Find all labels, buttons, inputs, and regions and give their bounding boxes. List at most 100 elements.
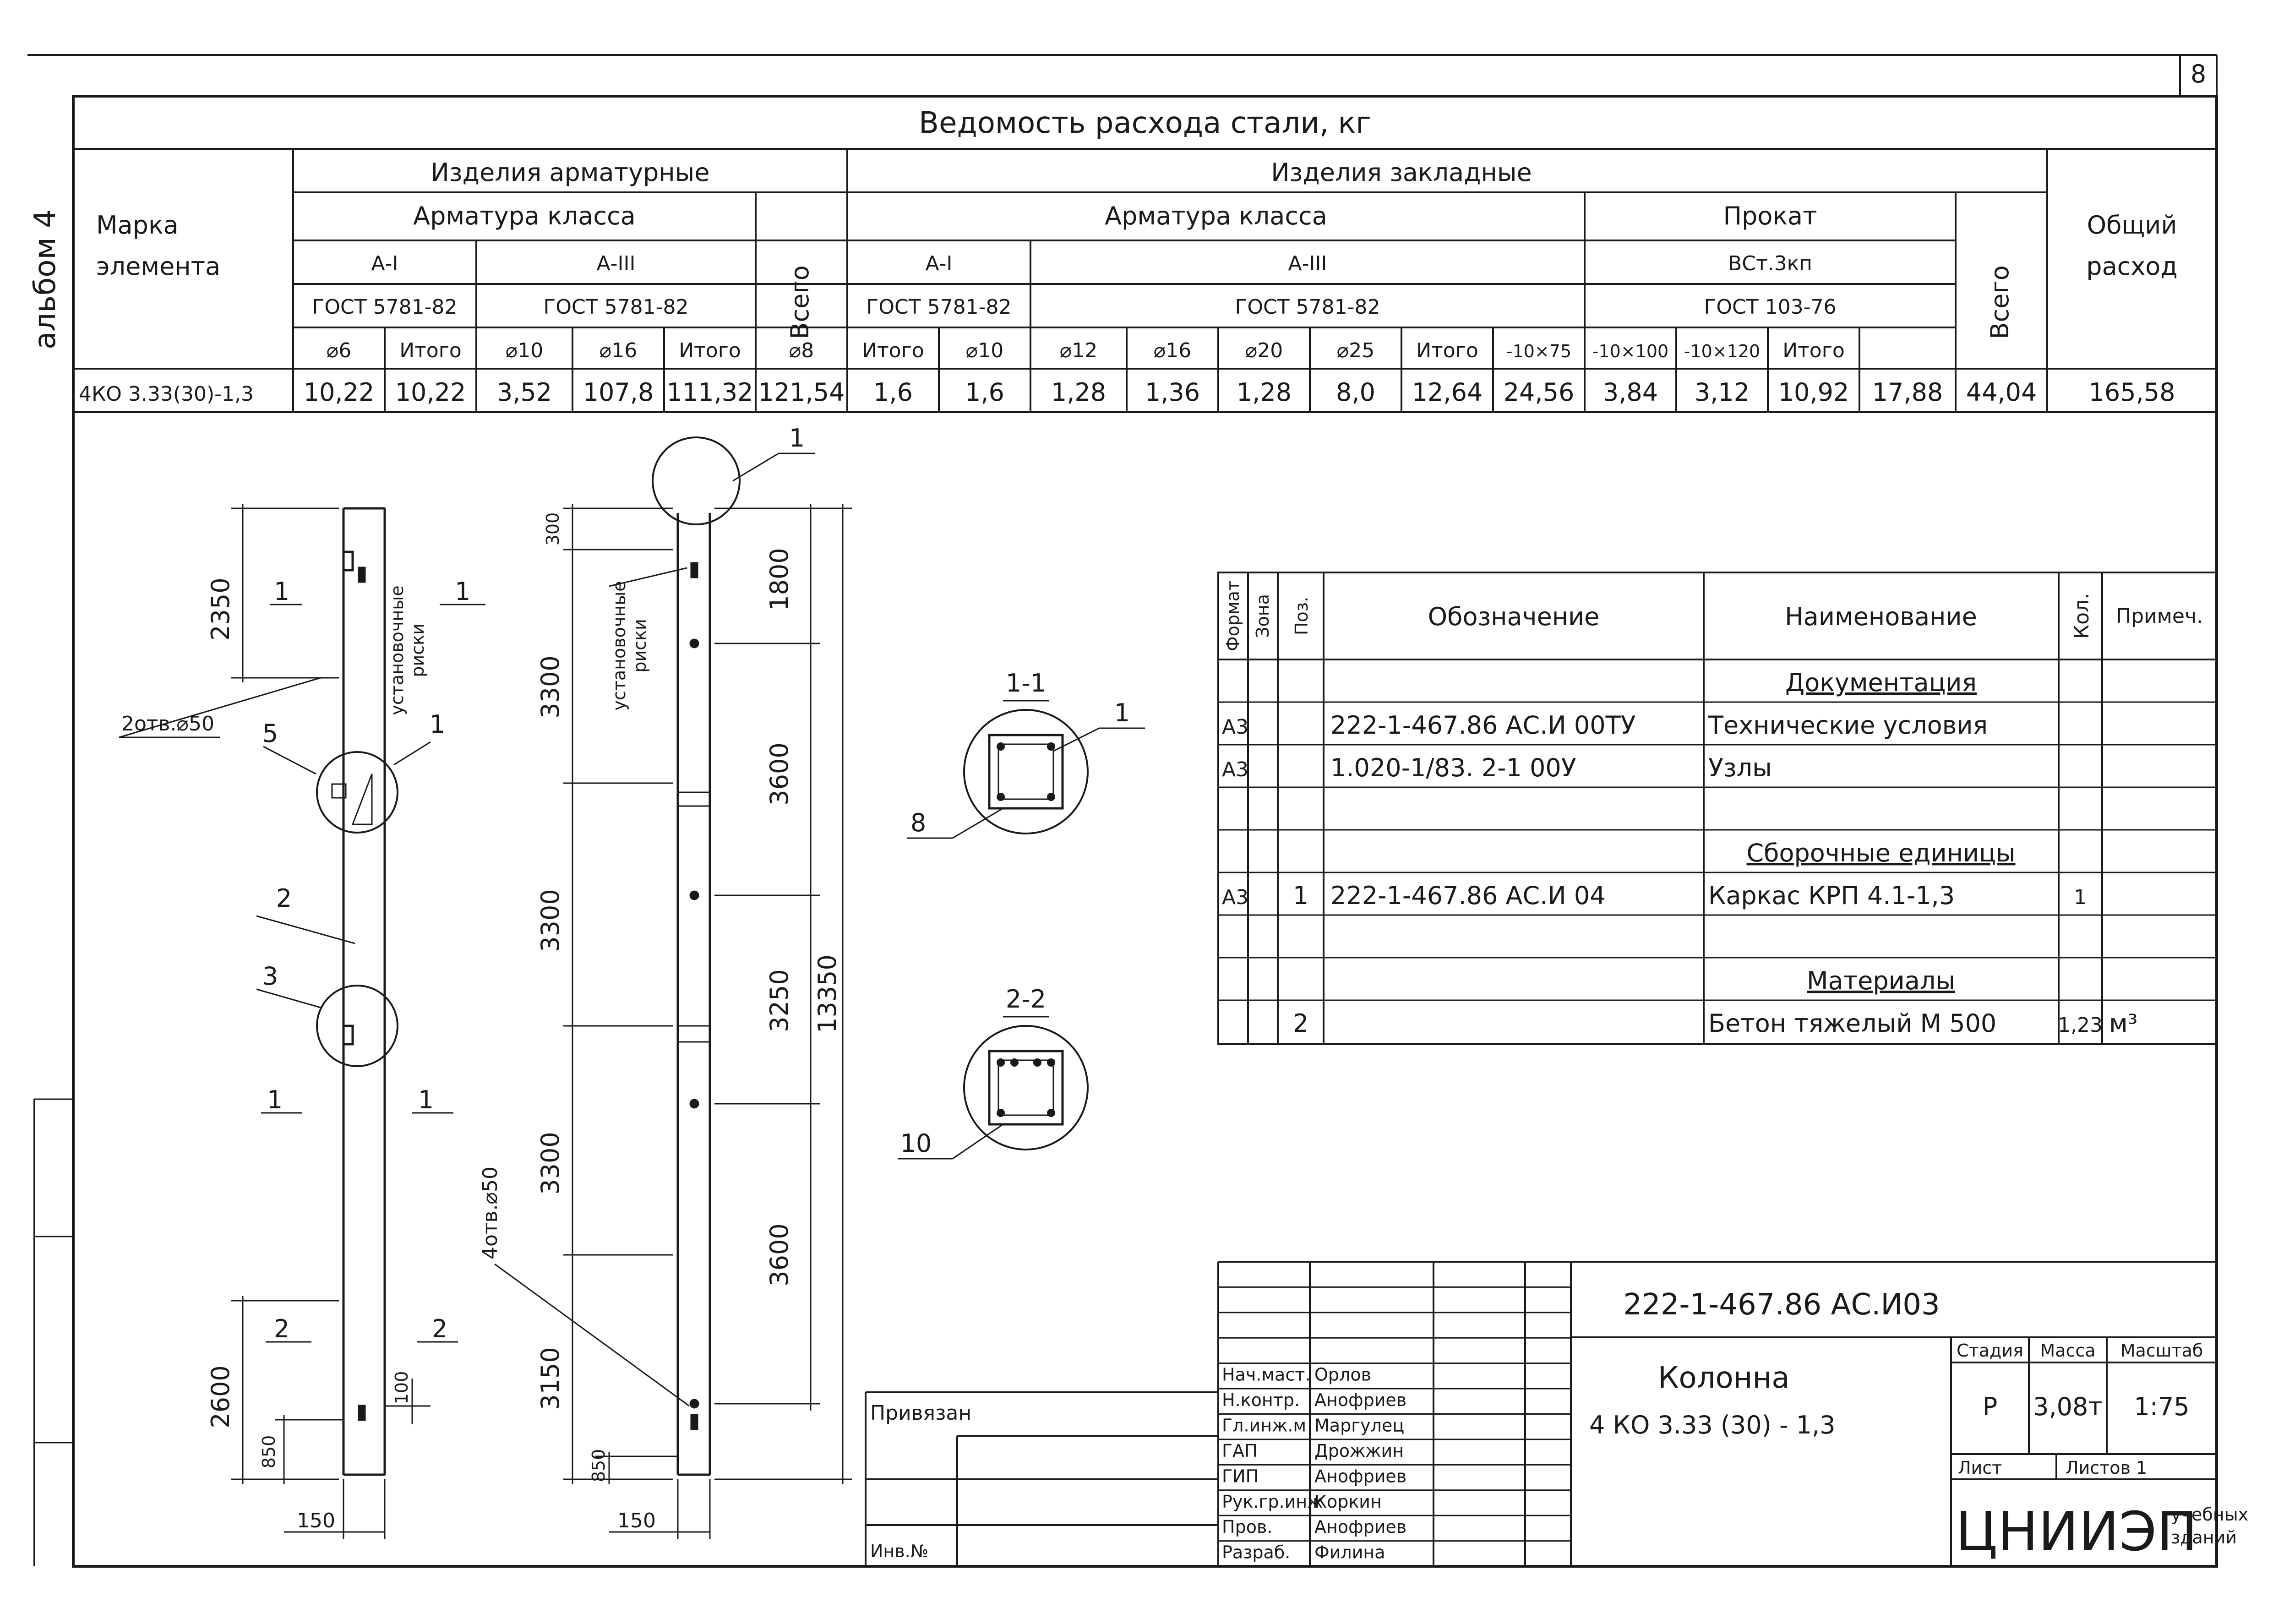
steel-row-cell-20: 165,58 bbox=[2089, 378, 2175, 407]
spec-header-qty: Кол. bbox=[2070, 593, 2093, 639]
approval-name: Коркин bbox=[1314, 1492, 1382, 1512]
spec-cell-name: Бетон тяжелый М 500 bbox=[1708, 1009, 1996, 1038]
steel-row-cell-5: 111,32 bbox=[667, 378, 753, 407]
right-dim-3600a: 3600 bbox=[765, 742, 794, 805]
left-dim-2350: 2350 bbox=[206, 578, 235, 640]
section-1-1-callout-8: 8 bbox=[910, 808, 926, 837]
prokat-gost: ГОСТ 103-76 bbox=[1704, 295, 1837, 319]
steel-row-cell-16: 3,12 bbox=[1695, 378, 1750, 407]
steel-subcol-7: ⌀10 bbox=[966, 339, 1003, 362]
steel-subcol-8: ⌀12 bbox=[1060, 339, 1097, 362]
mark-header-1: Марка bbox=[96, 211, 179, 240]
steel-row-cell-15: 3,84 bbox=[1603, 378, 1658, 407]
spec-cell-format: А3 bbox=[1222, 715, 1248, 739]
approval-name: Анофриев bbox=[1314, 1390, 1406, 1410]
spec-header-designation: Обозначение bbox=[1428, 602, 1600, 631]
embed-class-header: Арматура класса bbox=[1105, 202, 1327, 230]
sheet-number: 8 bbox=[2191, 60, 2206, 88]
inventory-label: Инв.№ bbox=[870, 1541, 928, 1561]
approval-role: Н.контр. bbox=[1222, 1390, 1300, 1410]
steel-row-cell-12: 8,0 bbox=[1336, 378, 1375, 407]
spec-section-heading: Документация bbox=[1785, 668, 1977, 697]
right-dim-300: 300 bbox=[543, 512, 563, 546]
approval-name: Филина bbox=[1314, 1542, 1385, 1563]
right-dim-3300c: 3300 bbox=[536, 1132, 565, 1194]
steel-row-cell-8: 1,6 bbox=[965, 378, 1004, 407]
doc-mark: 4 КО 3.33 (30) - 1,3 bbox=[1589, 1411, 1835, 1439]
steel-subcol-4: Итого bbox=[679, 339, 741, 362]
steel-subcol-13: -10×75 bbox=[1506, 341, 1571, 361]
right-dim-13350: 13350 bbox=[813, 954, 842, 1033]
column-elevation-left: 2350 2600 850 100 150 1 1 1 1 2 2 5 1 2 … bbox=[119, 504, 485, 1539]
right-risks-1: установочные bbox=[609, 581, 629, 710]
embed-header: Изделия закладные bbox=[1271, 158, 1532, 187]
steel-subcol-15: -10×120 bbox=[1684, 341, 1760, 361]
spec-cell-format: А3 bbox=[1222, 758, 1248, 781]
approval-name: Орлов bbox=[1314, 1365, 1371, 1385]
sheet-frame bbox=[27, 54, 2218, 1568]
section-2-2: 2-2 10 bbox=[898, 985, 1089, 1160]
steel-row-cell-0: 4КО 3.33(30)-1,3 bbox=[79, 382, 254, 406]
left-dim-2600: 2600 bbox=[206, 1365, 235, 1428]
spec-cell-pos: 2 bbox=[1293, 1009, 1308, 1038]
album-mark: альбом 4 bbox=[28, 209, 62, 349]
left-dim-150: 150 bbox=[297, 1509, 335, 1532]
section-1-1-callout-1: 1 bbox=[1114, 698, 1130, 727]
left-section-mark-1b: 1 bbox=[455, 577, 470, 606]
prokat-header: Прокат bbox=[1723, 202, 1817, 230]
spec-section-heading: Сборочные единицы bbox=[1746, 839, 2015, 867]
org-name-1: учебных bbox=[2171, 1504, 2248, 1525]
spec-cell-designation: 222-1-467.86 АС.И 00ТУ bbox=[1330, 711, 1635, 740]
steel-subcol-14: -10×100 bbox=[1592, 341, 1668, 361]
spec-header-pos: Поз. bbox=[1292, 597, 1312, 635]
spec-cell-name: Каркас КРП 4.1-1,3 bbox=[1708, 881, 1955, 910]
left-section-mark-2a: 2 bbox=[274, 1314, 289, 1343]
section-1-1-label: 1-1 bbox=[1006, 669, 1046, 698]
spec-cell-designation: 222-1-467.86 АС.И 04 bbox=[1330, 881, 1606, 910]
left-risks-1: установочные bbox=[387, 585, 407, 715]
approval-name: Маргулец bbox=[1314, 1416, 1404, 1436]
steel-row-cell-1: 10,22 bbox=[304, 378, 375, 407]
steel-table: Ведомость расхода стали, кг Марка элемен… bbox=[73, 106, 2217, 413]
left-holes-note: 2отв.⌀50 bbox=[121, 712, 214, 736]
right-dim-3250: 3250 bbox=[765, 969, 794, 1032]
mark-header-2: элемента bbox=[96, 252, 220, 281]
steel-row-cell-14: 24,56 bbox=[1504, 378, 1575, 407]
stage-value: Р bbox=[1983, 1392, 1998, 1421]
spec-cell-designation: 1.020-1/83. 2-1 00У bbox=[1330, 753, 1576, 782]
steel-subcol-10: ⌀20 bbox=[1245, 339, 1283, 362]
steel-row-cell-2: 10,22 bbox=[395, 378, 466, 407]
section-1-1: 1-1 8 1 bbox=[907, 669, 1145, 839]
right-risks-2: риски bbox=[630, 619, 650, 672]
spec-header-zone: Зона bbox=[1253, 594, 1273, 638]
steel-subcol-5: ⌀8 bbox=[789, 339, 814, 362]
approval-name: Дрожжин bbox=[1314, 1441, 1404, 1461]
steel-subcol-2: ⌀10 bbox=[506, 339, 543, 362]
sheets-count: Листов 1 bbox=[2066, 1458, 2147, 1478]
stage-header: Стадия bbox=[1957, 1341, 2023, 1361]
steel-row-cell-4: 107,8 bbox=[583, 378, 654, 407]
steel-row-cell-10: 1,36 bbox=[1145, 378, 1200, 407]
right-dim-150: 150 bbox=[617, 1509, 656, 1532]
approval-role: Нач.маст. bbox=[1222, 1365, 1310, 1385]
reinf-a3: А-III bbox=[597, 252, 636, 275]
steel-row-cell-6: 121,54 bbox=[758, 378, 845, 407]
doc-name: Колонна bbox=[1658, 1361, 1790, 1395]
left-risks-2: риски bbox=[408, 623, 428, 677]
approval-role: ГАП bbox=[1222, 1441, 1258, 1461]
callout-1-right: 1 bbox=[789, 424, 805, 452]
steel-row-cell-18: 17,88 bbox=[1872, 378, 1943, 407]
approval-role: Пров. bbox=[1222, 1517, 1272, 1537]
spec-cell-name: Узлы bbox=[1708, 753, 1772, 782]
org-name-2: зданий bbox=[2171, 1527, 2237, 1548]
left-dim-850: 850 bbox=[259, 1435, 279, 1469]
reinf-gost-a1: ГОСТ 5781-82 bbox=[312, 295, 458, 319]
approval-role: Разраб. bbox=[1222, 1542, 1290, 1563]
spec-section-heading: Материалы bbox=[1807, 966, 1955, 995]
spec-header-format: Формат bbox=[1223, 581, 1243, 651]
steel-subcol-11: ⌀25 bbox=[1337, 339, 1374, 362]
approval-name: Анофриев bbox=[1314, 1466, 1406, 1486]
scale-value: 1:75 bbox=[2134, 1392, 2189, 1421]
